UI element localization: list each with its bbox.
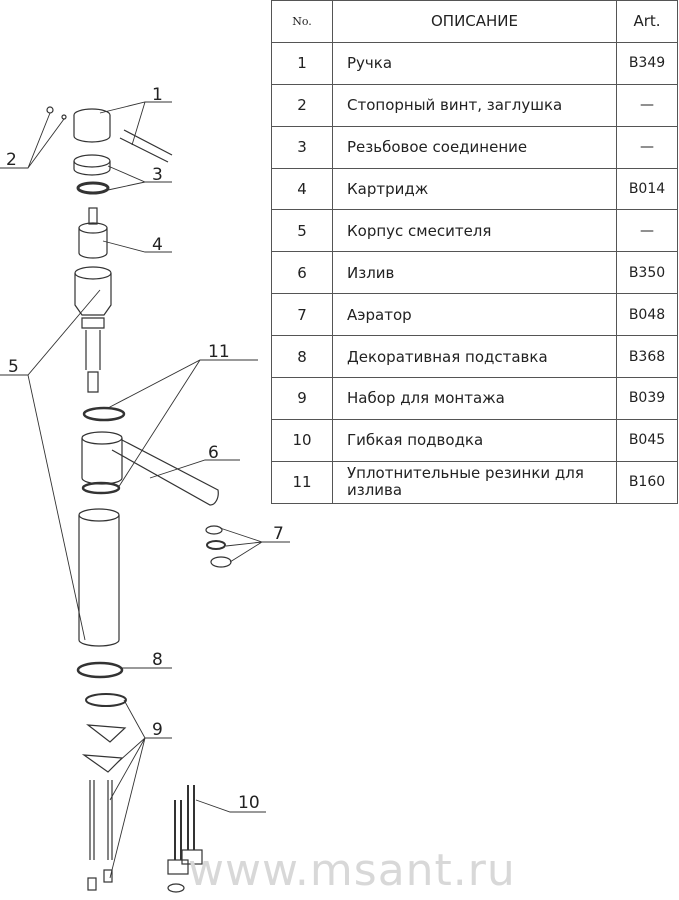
callout-9: 9 <box>152 720 163 740</box>
leader-lines <box>0 101 290 879</box>
cell-desc: Декоративная подставка <box>332 335 617 379</box>
cell-no: 9 <box>271 377 333 420</box>
cell-no: 5 <box>271 209 333 253</box>
cell-art: B039 <box>616 377 678 420</box>
cell-desc: Корпус смесителя <box>332 209 617 253</box>
part-cartridge <box>78 207 108 259</box>
callout-5: 5 <box>8 357 19 377</box>
callout-4: 4 <box>152 235 163 255</box>
cell-art: B048 <box>616 293 678 337</box>
cell-desc: Аэратор <box>332 293 617 337</box>
cell-desc: Уплотнительные резинки для излива <box>332 460 617 504</box>
cell-no: 8 <box>271 335 333 379</box>
cell-art: B045 <box>616 418 678 462</box>
cell-art: B349 <box>616 41 678 85</box>
cell-desc: Набор для монтажа <box>332 377 617 420</box>
callout-1: 1 <box>152 85 163 105</box>
cell-no: 3 <box>271 125 333 169</box>
cell-desc: Картридж <box>332 167 617 211</box>
part-threaded-connection <box>73 154 111 195</box>
part-plug <box>61 114 67 120</box>
part-screw <box>46 106 54 114</box>
table-header: No. ОПИСАНИЕ Art. <box>271 0 678 43</box>
part-aerator <box>205 525 232 568</box>
callout-6: 6 <box>208 443 219 463</box>
cell-no: 4 <box>271 167 333 211</box>
part-body <box>74 266 126 647</box>
watermark: www.msant.ru <box>188 845 516 896</box>
callout-8: 8 <box>152 650 163 670</box>
cell-art: — <box>616 209 678 253</box>
cell-no: 7 <box>271 293 333 337</box>
callout-2: 2 <box>6 150 17 170</box>
part-flexible-hoses <box>167 785 203 893</box>
callout-7: 7 <box>273 524 284 544</box>
callout-3: 3 <box>152 165 163 185</box>
part-mounting-kit <box>81 693 127 891</box>
cell-no: 2 <box>271 83 333 127</box>
cell-desc: Резьбовое соединение <box>332 125 617 169</box>
header-no: No. <box>271 0 333 43</box>
cell-no: 10 <box>271 418 333 462</box>
header-art: Art. <box>616 0 678 43</box>
cell-art: — <box>616 125 678 169</box>
cell-art: — <box>616 83 678 127</box>
cell-desc: Гибкая подводка <box>332 418 617 462</box>
callout-10: 10 <box>238 793 260 813</box>
cell-art: B368 <box>616 335 678 379</box>
callout-11: 11 <box>208 342 230 362</box>
header-description: ОПИСАНИЕ <box>332 0 617 43</box>
cell-art: B160 <box>616 460 678 504</box>
part-decorative-base <box>76 661 124 679</box>
cell-desc: Стопорный винт, заглушка <box>332 83 617 127</box>
cell-no: 1 <box>271 41 333 85</box>
cell-art: B350 <box>616 251 678 295</box>
cell-art: B014 <box>616 167 678 211</box>
part-handle <box>73 108 173 163</box>
callout-labels: 1 2 3 4 5 6 7 8 9 10 11 <box>6 85 284 813</box>
cell-desc: Ручка <box>332 41 617 85</box>
cell-no: 11 <box>271 460 333 504</box>
part-spout <box>111 439 219 506</box>
cell-no: 6 <box>271 251 333 295</box>
cell-desc: Излив <box>332 251 617 295</box>
